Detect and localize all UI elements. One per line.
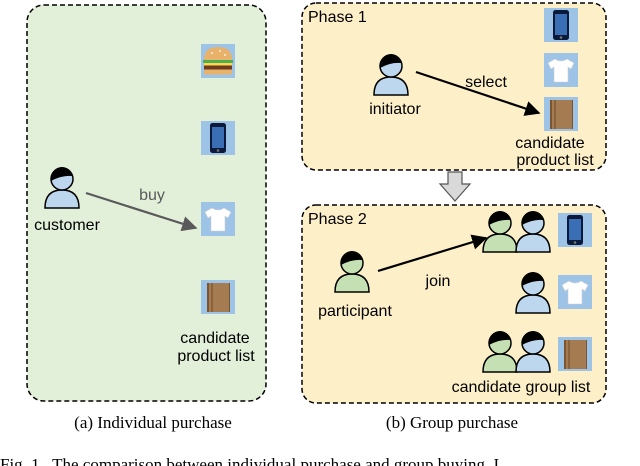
candidate-product-list-label-line2: product list [177,348,255,365]
phone-icon [201,121,235,155]
caption-group-purchase: (b) Group purchase [386,413,518,432]
burger-icon [201,44,235,78]
phase1-candidate-label-line2: product list [516,152,594,169]
phase1-title: Phase 1 [308,9,367,26]
group2-tshirt-icon [557,274,593,310]
buy-label: buy [139,187,165,204]
phase1-tshirt-icon [543,52,579,88]
phase1-phone-icon [544,8,578,42]
candidate-product-list-label-line1: candidate [180,330,249,347]
phase1-box [301,2,607,171]
figure-caption: Fig. 1. The comparison between individua… [0,455,500,466]
book-icon [200,279,236,315]
participant-label: participant [318,303,392,320]
phase2-title: Phase 2 [308,211,367,228]
group1-phone-icon [558,213,592,247]
group3-book-icon [557,336,593,372]
phase1-book-icon [543,96,579,132]
phase-transition-arrow [438,171,472,202]
select-arrow [415,70,541,116]
join-arrow [377,234,488,273]
phase1-candidate-label-line1: candidate [515,135,584,152]
tshirt-icon [200,201,236,237]
caption-individual-purchase: (a) Individual purchase [74,413,232,432]
candidate-group-list-label: candidate group list [452,379,591,396]
customer-label: customer [34,217,100,234]
select-label: select [465,74,507,91]
initiator-label: initiator [369,101,421,118]
join-label: join [425,273,451,290]
buy-arrow [85,191,198,232]
